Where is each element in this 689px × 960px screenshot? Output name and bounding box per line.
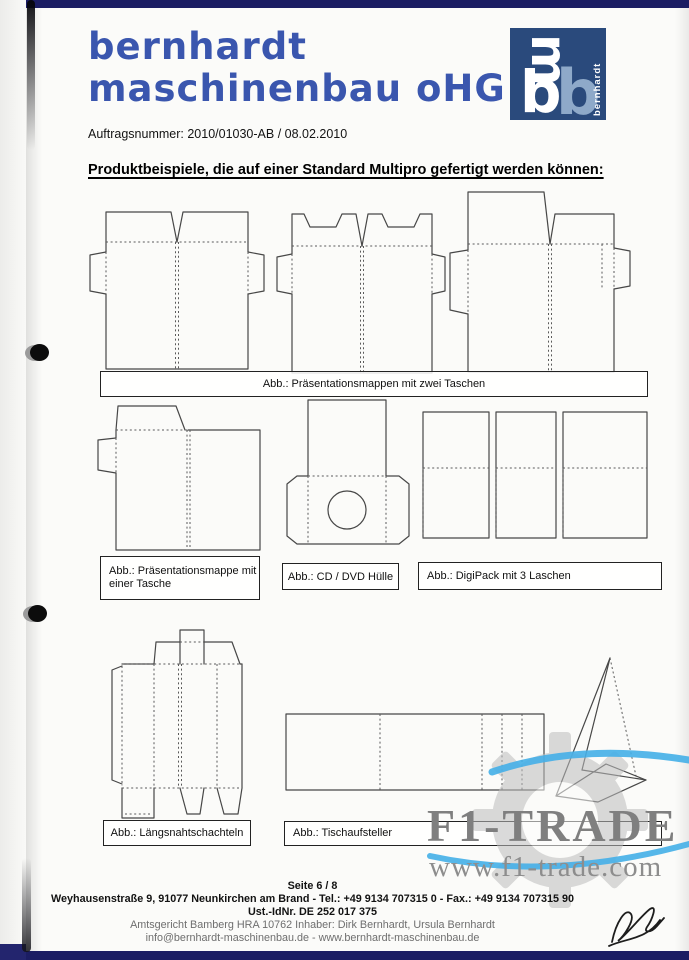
company-logo: b m b bernhardt: [510, 28, 606, 129]
page-title: Produktbeispiele, die auf einer Standard…: [88, 162, 604, 178]
paper-crease-bottom: [22, 858, 31, 952]
punch-hole-top: [25, 344, 50, 361]
watermark-url: www.f1-trade.com: [429, 851, 663, 883]
paper-right-edge: [675, 0, 689, 960]
caption-text: Abb.: Tischaufsteller: [293, 827, 393, 839]
order-number-line: Auftragsnummer: 2010/01030-AB / 08.02.20…: [88, 127, 348, 141]
figure-caption-row2-right: Abb.: DigiPack mit 3 Laschen: [418, 562, 662, 590]
caption-text: Abb.: Längsnahtschachteln: [110, 827, 244, 839]
diagram-digipack: [420, 404, 650, 546]
diagram-folder-two-pockets-2: [274, 196, 446, 376]
diagram-folder-two-pockets-3: [428, 186, 644, 378]
diagram-cd-dvd-sleeve: [281, 398, 415, 550]
footer-contact: info@bernhardt-maschinenbau.de - www.ber…: [145, 932, 480, 944]
paper-left-edge: [0, 0, 30, 960]
logo-letter-b-shadow: b: [556, 56, 600, 120]
punch-hole-bottom: [23, 605, 48, 622]
caption-text: Abb.: Präsentationsmappen mit zwei Tasch…: [262, 378, 486, 390]
company-logo-icon: b m b bernhardt: [510, 28, 606, 129]
caption-text: Abb.: CD / DVD Hülle: [287, 570, 394, 583]
figure-caption-row3-left: Abb.: Längsnahtschachteln: [103, 820, 251, 846]
diagram-folder-two-pockets-1: [86, 192, 268, 374]
footer-page-number: Seite 6 / 8: [287, 880, 338, 892]
figure-caption-row2-left: Abb.: Präsentationsmappe mit einer Tasch…: [100, 556, 260, 600]
diagram-seam-box: [92, 628, 262, 820]
figure-caption-row2-mid: Abb.: CD / DVD Hülle: [282, 563, 399, 590]
logo-letter-m: m: [520, 34, 578, 86]
figure-caption-row1: Abb.: Präsentationsmappen mit zwei Tasch…: [100, 371, 648, 397]
signature: [604, 900, 682, 955]
page-footer: Seite 6 / 8 Weyhausenstraße 9, 91077 Neu…: [0, 880, 625, 945]
diagram-folder-one-pocket: [88, 402, 266, 554]
company-wordmark: bernhardt maschinenbau oHG: [88, 26, 506, 110]
scan-bottom-left-corner: [0, 944, 26, 960]
punch-hole-pit: [28, 605, 47, 622]
swoosh-icon: [400, 740, 689, 895]
logo-vertical-text: bernhardt: [592, 63, 603, 116]
caption-text: Abb.: Präsentationsmappe mit einer Tasch…: [109, 565, 257, 590]
punch-hole-pit: [30, 344, 49, 361]
scan-bottom-band: [0, 951, 689, 960]
logo-letter-b: b: [520, 58, 562, 120]
gear-icon: [452, 728, 667, 913]
footer-vat: Ust.-IdNr. DE 252 017 375: [247, 906, 378, 918]
company-name-line2: maschinenbau oHG: [88, 67, 506, 110]
footer-registry: Amtsgericht Bamberg HRA 10762 Inhaber: D…: [130, 919, 495, 931]
caption-text: Abb.: DigiPack mit 3 Laschen: [427, 569, 571, 582]
paper-edge-shadow: [26, 8, 42, 960]
watermark-brand: F1-TRADE: [427, 800, 679, 851]
company-name-line1: bernhardt: [88, 25, 307, 68]
scan-top-band: [26, 0, 689, 8]
paper-crease-top: [27, 0, 35, 150]
footer-address: Weyhausenstraße 9, 91077 Neunkirchen am …: [51, 893, 574, 905]
